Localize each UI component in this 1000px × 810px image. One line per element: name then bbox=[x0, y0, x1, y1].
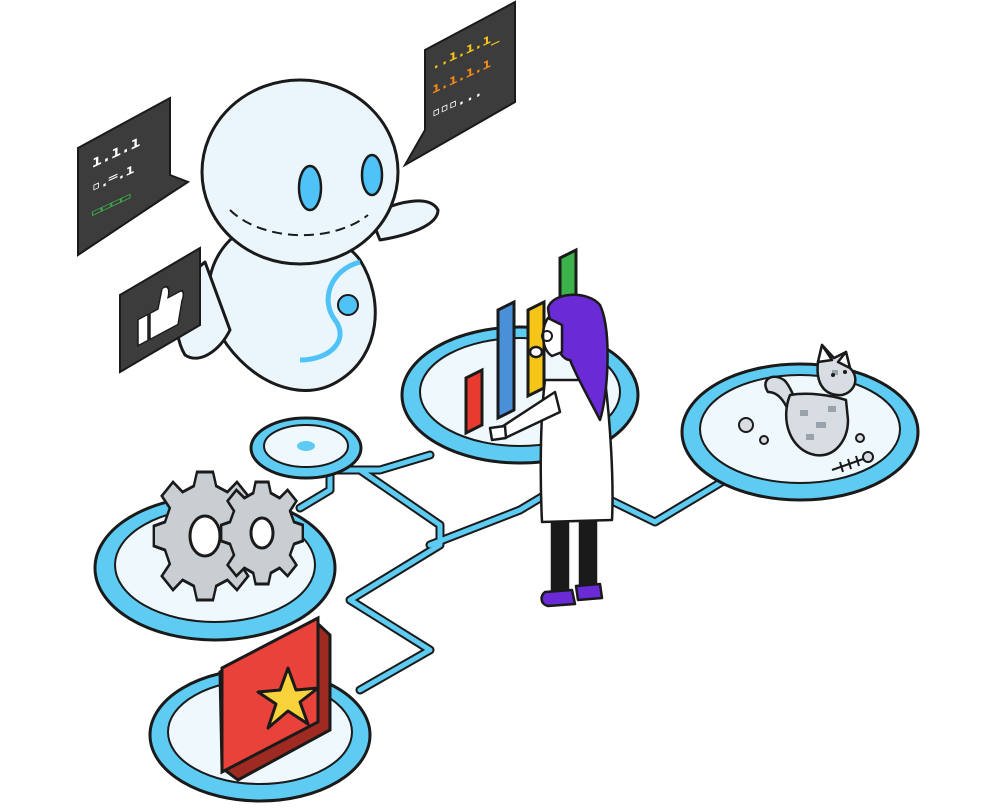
cat-icon bbox=[764, 343, 857, 457]
thumbs-up-icon bbox=[137, 286, 185, 347]
circuit-traces bbox=[295, 447, 730, 695]
platform-node bbox=[249, 416, 363, 480]
robot-icon bbox=[175, 78, 440, 392]
code-panel-right: ..ı.ı.ı_ ı.ı.ı.ı ▫▫▫... bbox=[402, 0, 516, 168]
star-icon bbox=[218, 615, 332, 782]
toy-ball-icon bbox=[738, 417, 865, 445]
gear-icon bbox=[152, 470, 305, 602]
fishbone-icon bbox=[831, 451, 874, 473]
thumbs-up-panel bbox=[119, 246, 201, 374]
code-panel-left: ı.ı.ı ▫.═.ı ▭▭▭▭ bbox=[77, 96, 191, 257]
scientist-figure bbox=[488, 293, 614, 608]
